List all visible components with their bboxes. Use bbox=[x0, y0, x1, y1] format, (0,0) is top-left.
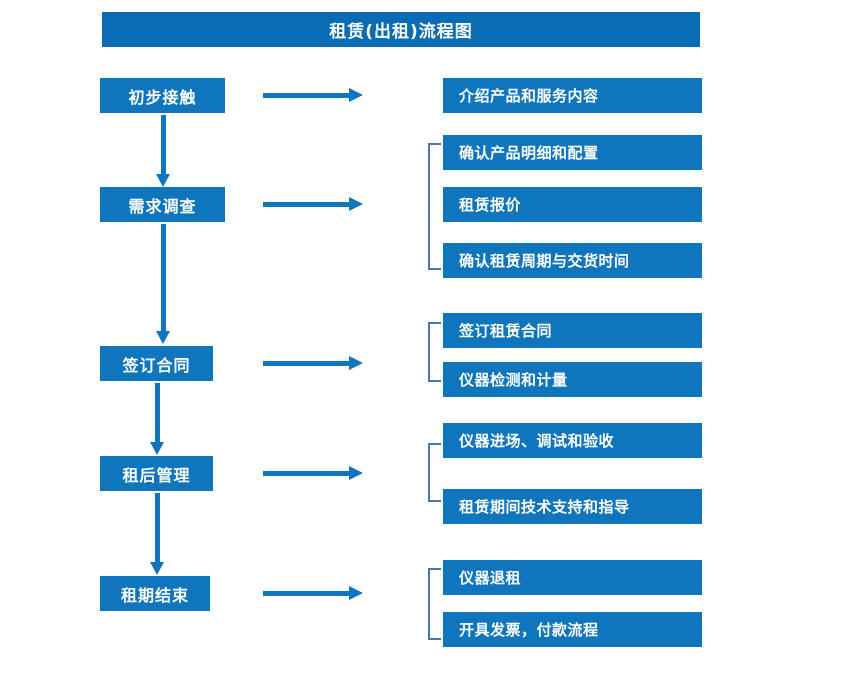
detail-arrow-1 bbox=[263, 88, 363, 102]
stage-flow-arrow-1-2 bbox=[156, 115, 170, 187]
detail-box-6[interactable]: 仪器检测和计量 bbox=[443, 362, 702, 397]
stage-box-2[interactable]: 需求调查 bbox=[100, 187, 225, 222]
detail-arrow-2 bbox=[263, 197, 363, 211]
detail-arrow-4 bbox=[263, 466, 363, 480]
stage-box-5[interactable]: 租期结束 bbox=[100, 576, 210, 611]
detail-box-1[interactable]: 介绍产品和服务内容 bbox=[443, 78, 702, 113]
detail-box-3[interactable]: 租赁报价 bbox=[443, 187, 702, 222]
group-bracket-post-rental bbox=[428, 443, 441, 502]
detail-box-2[interactable]: 确认产品明细和配置 bbox=[443, 135, 702, 170]
detail-box-4[interactable]: 确认租赁周期与交货时间 bbox=[443, 243, 702, 278]
detail-box-5[interactable]: 签订租赁合同 bbox=[443, 313, 702, 348]
stage-box-3[interactable]: 签订合同 bbox=[100, 346, 213, 381]
stage-flow-arrow-2-3 bbox=[156, 224, 170, 344]
detail-box-9[interactable]: 仪器退租 bbox=[443, 560, 702, 595]
page-title: 租赁(出租)流程图 bbox=[102, 12, 700, 47]
stage-box-1[interactable]: 初步接触 bbox=[100, 78, 225, 113]
group-bracket-requirements bbox=[428, 143, 441, 270]
group-bracket-end-of-term bbox=[428, 568, 441, 640]
stage-flow-arrow-3-4 bbox=[150, 383, 164, 455]
detail-arrow-3 bbox=[263, 356, 363, 370]
group-bracket-contract bbox=[428, 322, 441, 382]
detail-box-10[interactable]: 开具发票，付款流程 bbox=[443, 612, 702, 647]
stage-flow-arrow-4-5 bbox=[150, 493, 164, 575]
stage-box-4[interactable]: 租后管理 bbox=[100, 456, 213, 491]
detail-box-7[interactable]: 仪器进场、调试和验收 bbox=[443, 423, 702, 458]
detail-arrow-5 bbox=[263, 586, 363, 600]
detail-box-8[interactable]: 租赁期间技术支持和指导 bbox=[443, 489, 702, 524]
